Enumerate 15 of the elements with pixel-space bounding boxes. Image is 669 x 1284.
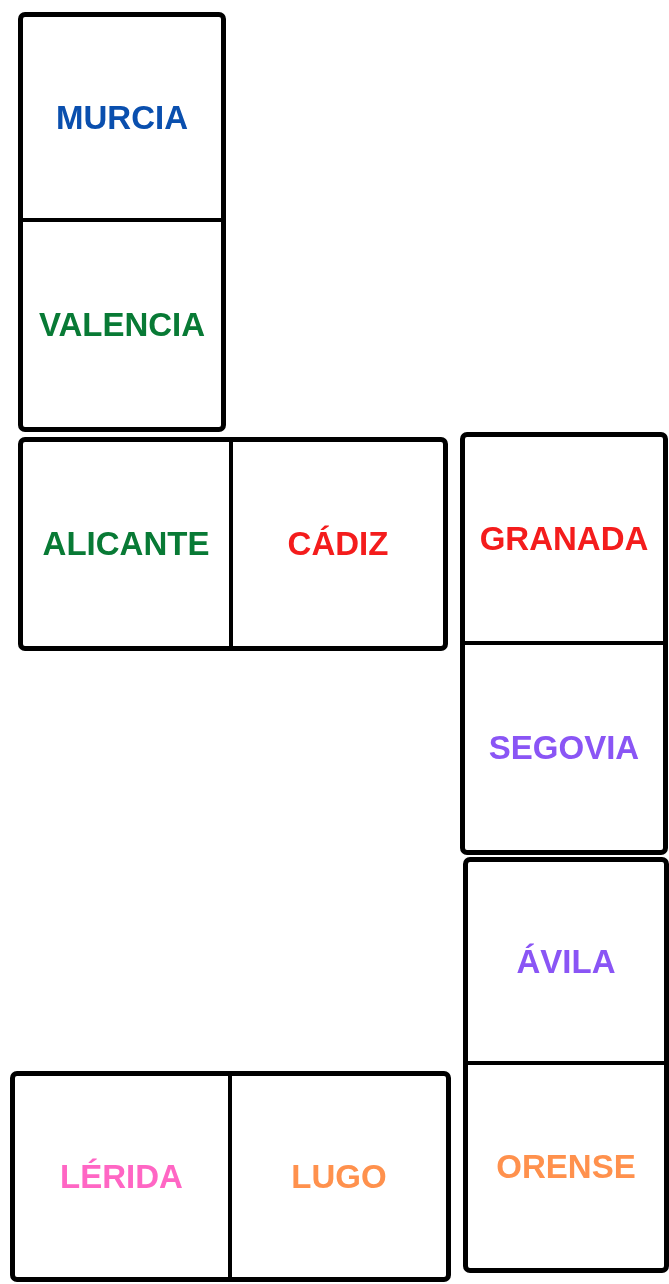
place-name: ALICANTE bbox=[42, 525, 210, 563]
domino-tile bbox=[18, 437, 448, 651]
domino-tile bbox=[18, 12, 226, 432]
place-name: ÁVILA bbox=[516, 942, 616, 981]
place-name: LUGO bbox=[291, 1157, 387, 1196]
place-name: ORENSE bbox=[496, 1147, 636, 1186]
place-name: VALENCIA bbox=[38, 305, 206, 344]
domino-tile bbox=[10, 1071, 451, 1282]
place-name: GRANADA bbox=[479, 520, 649, 558]
domino-tile bbox=[460, 432, 668, 855]
place-name: MURCIA bbox=[56, 98, 188, 137]
place-name: CÁDIZ bbox=[287, 525, 389, 563]
domino-tile bbox=[463, 857, 669, 1273]
place-name: LÉRIDA bbox=[60, 1157, 183, 1196]
place-name: SEGOVIA bbox=[488, 728, 640, 767]
